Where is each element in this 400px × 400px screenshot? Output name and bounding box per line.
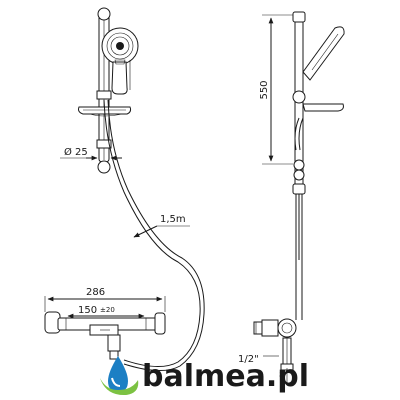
side-view: 550 1/2" 8 bbox=[238, 11, 345, 385]
inlet-thread-label: 1/2" bbox=[238, 354, 259, 365]
front-thermostatic-valve bbox=[44, 311, 166, 360]
valve-width-dim: 286 bbox=[44, 287, 166, 312]
valve-tolerance-label: ±20 bbox=[100, 306, 115, 314]
hose-length-dim: 1,5m bbox=[133, 214, 190, 238]
inlet-dims: 1/2" 8 bbox=[238, 354, 288, 385]
front-view: Ø 25 1,5m 28 bbox=[44, 7, 205, 371]
valve-centers-label: 150 bbox=[78, 305, 97, 316]
inlet-size-label: 8 bbox=[279, 370, 285, 381]
rail-diameter-label: Ø 25 bbox=[64, 146, 88, 158]
side-hand-shower bbox=[302, 26, 345, 81]
valve-centers-dim: 150 ±20 bbox=[67, 305, 145, 319]
valve-width-label: 286 bbox=[86, 287, 105, 298]
logo-water-drop-icon bbox=[100, 356, 139, 396]
rail-height-label: 550 bbox=[259, 80, 270, 99]
side-hose bbox=[294, 117, 304, 151]
rail-height-dim: 550 bbox=[259, 14, 293, 165]
front-hose bbox=[103, 99, 205, 371]
side-thermostatic-valve bbox=[253, 318, 297, 371]
side-soap-dish bbox=[302, 103, 344, 112]
side-rail bbox=[292, 11, 306, 320]
front-shower-head bbox=[101, 27, 139, 95]
rail-diameter-dim: Ø 25 bbox=[60, 146, 122, 161]
balmea-logo: balmea.pl bbox=[100, 356, 309, 396]
logo-wordmark: balmea.pl bbox=[142, 359, 309, 394]
hose-length-label: 1,5m bbox=[160, 214, 186, 225]
